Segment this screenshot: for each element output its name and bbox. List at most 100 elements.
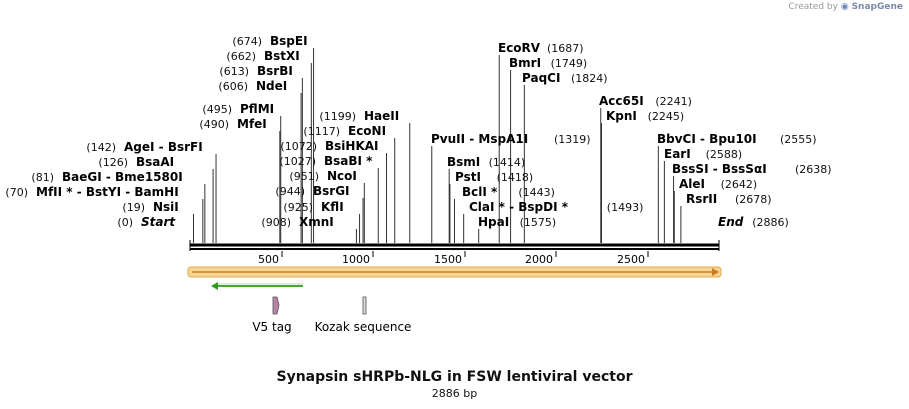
orf-arrow-head-icon	[712, 268, 719, 276]
orf-arrow[interactable]	[187, 266, 722, 278]
ruler-label: 2500	[617, 253, 645, 266]
site-econi[interactable]: (1117) EcoNI	[303, 124, 386, 138]
map-length: 2886 bp	[431, 387, 478, 400]
site-pos-paqci: (1824)	[571, 72, 608, 85]
site-name-bcli: BclI *	[462, 185, 498, 199]
site-pos-bstxi: (662)	[226, 50, 256, 63]
v5-tag-shape-icon	[272, 296, 280, 315]
site-clai[interactable]: ClaI * - BspDI *(1493)	[469, 200, 643, 214]
site-pos-bsaai: (126)	[98, 156, 128, 169]
site-bsmi[interactable]: BsmI (1414)	[447, 155, 525, 169]
site-name-bsihkai: BsiHKAI	[325, 139, 379, 153]
site-name-bsmi: BsmI	[447, 155, 480, 169]
site-pos-clai: (1493)	[607, 201, 644, 214]
site-hpai[interactable]: HpaI(1575)	[478, 215, 556, 229]
site-mfei[interactable]: (490) MfeI	[199, 117, 266, 131]
snapgene-logo-icon: ◉	[840, 2, 849, 12]
map-title: Synapsin sHRPb-NLG in FSW lentiviral vec…	[276, 369, 633, 385]
site-name-mfii: MfII * - BstYI - BamHI	[36, 185, 179, 199]
site-name-ecorv: EcoRV	[498, 41, 541, 55]
site-kpni[interactable]: KpnI(2245)	[606, 109, 684, 123]
site-pvuii[interactable]: PvuII - MspA1I (1319)	[431, 132, 591, 146]
site-pos-kfli: (925)	[283, 201, 313, 214]
site-pos-econi: (1117)	[303, 125, 340, 138]
v5-tag-label: V5 tag	[252, 320, 291, 334]
site-pos-ecorv: (1687)	[547, 42, 584, 55]
site-bbvci[interactable]: BbvCI - Bpu10I (2555)	[657, 132, 817, 146]
site-name-agei: AgeI - BsrFI	[124, 140, 203, 154]
site-name-nsii: NsiI	[153, 200, 179, 214]
feature-arrow-head-icon	[211, 282, 218, 290]
site-end[interactable]: End(2886)	[718, 215, 789, 229]
site-name-bsssi: BssSI - BssSαI	[672, 162, 767, 176]
site-bsaai[interactable]: (126) BsaAI	[98, 155, 174, 169]
site-name-xmni: XmnI	[299, 215, 334, 229]
site-psti[interactable]: PstI(1418)	[455, 170, 533, 184]
site-name-kpni: KpnI	[606, 109, 637, 123]
site-eari[interactable]: EarI (2588)	[664, 147, 742, 161]
site-agei[interactable]: (142)AgeI - BsrFI	[86, 140, 202, 154]
site-name-bsaai: BsaAI	[136, 155, 174, 169]
site-bsssi[interactable]: BssSI - BssSαI(2638)	[672, 162, 832, 176]
site-name-ndei: NdeI	[256, 79, 287, 93]
site-ndei[interactable]: (606)NdeI	[218, 79, 287, 93]
site-kfli[interactable]: (925)KflI	[283, 200, 343, 214]
site-name-bbvci: BbvCI - Bpu10I	[657, 132, 757, 146]
site-name-acc65i: Acc65I	[599, 94, 644, 108]
site-xmni[interactable]: (908) XmnI	[261, 215, 333, 229]
site-name-alei: AleI	[679, 177, 705, 191]
site-pos-eari: (2588)	[706, 148, 743, 161]
site-mfii[interactable]: (70) MfII * - BstYI - BamHI	[5, 185, 178, 199]
site-nsii[interactable]: (19)NsiI	[122, 200, 178, 214]
site-acc65i[interactable]: Acc65I (2241)	[599, 94, 692, 108]
credit-brand: SnapGene	[851, 2, 903, 12]
site-name-pvuii: PvuII - MspA1I	[431, 132, 528, 146]
site-name-bmri: BmrI	[509, 56, 541, 70]
ruler-label: 2000	[525, 253, 553, 266]
site-name-econi: EcoNI	[348, 124, 386, 138]
site-pos-pvuii: (1319)	[554, 133, 591, 146]
site-bcli[interactable]: BclI * (1443)	[462, 185, 555, 199]
site-name-psti: PstI	[455, 170, 481, 184]
site-pos-mfei: (490)	[199, 118, 229, 131]
site-pos-bsmi: (1414)	[489, 156, 526, 169]
site-name-mfei: MfeI	[237, 117, 267, 131]
site-name-start: Start	[141, 215, 176, 229]
site-pos-acc65i: (2241)	[655, 95, 692, 108]
v5-tag-feature[interactable]: V5 tag	[252, 296, 292, 334]
site-name-eari: EarI	[664, 147, 691, 161]
site-bspei[interactable]: (674)BspEI	[232, 34, 307, 48]
ruler-label: 1500	[434, 253, 462, 266]
site-pos-bcli: (1443)	[518, 186, 555, 199]
site-bsabi[interactable]: (1027) BsaBI *	[279, 154, 373, 168]
site-name-bsabi: BsaBI *	[324, 154, 373, 168]
site-pflmi[interactable]: (495)PflMI	[202, 102, 274, 116]
site-pos-rsrii: (2678)	[735, 193, 772, 206]
site-pos-bsabi: (1027)	[279, 155, 316, 168]
credit-prefix: Created by	[788, 2, 838, 12]
site-haeii[interactable]: (1199)HaeII	[319, 109, 399, 123]
site-bsihkai[interactable]: (1072)BsiHKAI	[280, 139, 378, 153]
site-pos-mfii: (70)	[5, 186, 28, 199]
site-pos-alei: (2642)	[721, 178, 758, 191]
kozak-feature[interactable]: Kozak sequence	[315, 296, 412, 334]
site-alei[interactable]: AleI (2642)	[679, 177, 757, 191]
site-paqci[interactable]: PaqCI(1824)	[522, 71, 608, 85]
site-bsrgi[interactable]: (944)BsrGI	[275, 184, 349, 198]
site-pos-bbvci: (2555)	[780, 133, 817, 146]
site-rsrii[interactable]: RsrII(2678)	[686, 192, 772, 206]
site-pos-baegi: (81)	[31, 171, 54, 184]
site-name-bstxi: BstXI	[264, 49, 300, 63]
site-pos-xmni: (908)	[261, 216, 291, 229]
site-start[interactable]: (0)Start	[117, 215, 176, 229]
site-ncoi[interactable]: (951)NcoI	[289, 169, 356, 183]
site-ecorv[interactable]: EcoRV (1687)	[498, 41, 584, 55]
site-name-hpai: HpaI	[478, 215, 509, 229]
feature-arrow[interactable]	[211, 282, 303, 290]
site-bmri[interactable]: BmrI(1749)	[509, 56, 587, 70]
snapgene-credit: Created by ◉ SnapGene	[788, 2, 903, 12]
site-bstxi[interactable]: (662) BstXI	[226, 49, 299, 63]
site-baegi[interactable]: (81)BaeGI - Bme1580I	[31, 170, 182, 184]
site-pos-bsrgi: (944)	[275, 185, 305, 198]
site-bsrbi[interactable]: (613)BsrBI	[219, 64, 292, 78]
